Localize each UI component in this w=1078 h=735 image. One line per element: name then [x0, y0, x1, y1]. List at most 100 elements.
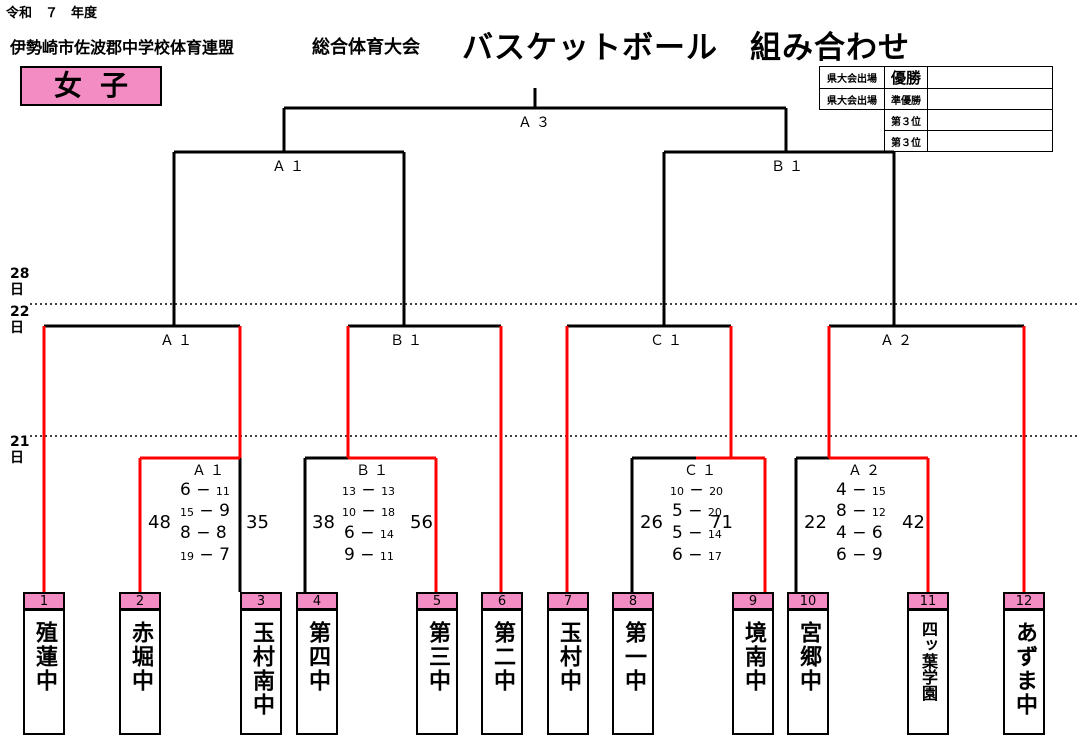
game-label-semi-right: Ｂ１ — [771, 159, 807, 175]
period-value: 13 — [381, 485, 396, 498]
period-value: 6 — [344, 523, 355, 543]
period-value: 5 — [672, 501, 683, 521]
game-label-r1: Ｃ１ — [684, 463, 720, 479]
game-label-r2: Ｃ１ — [650, 333, 686, 349]
period-value: 9 — [344, 545, 355, 565]
team-number: 10 — [787, 592, 829, 610]
period-value: 4 — [836, 523, 847, 543]
period-value: 11 — [379, 550, 394, 563]
team-number: 1 — [23, 592, 65, 610]
period-value: 14 — [379, 528, 394, 541]
date-label-21: 21日 — [10, 434, 30, 466]
period-score: 9 − 11 — [344, 545, 394, 565]
date-label-22: 22日 — [10, 304, 30, 336]
period-score: 5 − 14 — [672, 523, 722, 543]
results-table: 県大会出場 優勝 県大会出場 準優勝 第３位 第３位 — [819, 66, 1053, 152]
team-name: 第二中 — [481, 609, 523, 735]
period-value: 12 — [871, 506, 886, 519]
game-label-r1: Ａ２ — [848, 463, 884, 479]
results-value — [927, 130, 1053, 152]
period-value: 11 — [215, 485, 230, 498]
team-number: 6 — [481, 592, 523, 610]
period-value: 19 — [180, 550, 194, 563]
team-name: 第四中 — [296, 609, 338, 735]
period-score: 6 − 17 — [672, 545, 722, 565]
period-value: 9 — [219, 501, 230, 521]
date-label-28: 28日 — [10, 266, 30, 298]
team-name: 赤堀中 — [119, 609, 161, 735]
period-score: 10 − 20 — [670, 480, 724, 500]
period-score: 19 − 7 — [180, 545, 230, 565]
team-number: 11 — [907, 592, 949, 610]
team-name: 殖蓮中 — [23, 609, 65, 735]
period-value: 18 — [381, 506, 396, 519]
team-number: 3 — [240, 592, 282, 610]
r1-black — [238, 456, 348, 592]
period-value: 17 — [707, 550, 722, 563]
team-number: 12 — [1003, 592, 1045, 610]
period-value: 8 — [180, 523, 191, 543]
team-name: 玉村南中 — [240, 609, 282, 735]
period-score: 6 − 14 — [344, 523, 394, 543]
period-value: 15 — [180, 506, 194, 519]
header-organization: 伊勢崎市佐波郡中学校体育連盟 — [10, 38, 235, 57]
team-name: 境南中 — [732, 609, 774, 735]
game-label-semi-left: Ａ１ — [272, 159, 308, 175]
team-name: 宮郷中 — [787, 609, 829, 735]
period-value: 10 — [670, 485, 684, 498]
game-label-r1: Ｂ１ — [356, 463, 392, 479]
team-number: 4 — [296, 592, 338, 610]
header-sport: バスケットボール — [462, 30, 718, 66]
period-score: 10 − 18 — [342, 501, 396, 521]
win-line — [346, 326, 438, 592]
team-number: 2 — [119, 592, 161, 610]
game-label-r2: Ａ２ — [880, 333, 916, 349]
score-right: 35 — [246, 512, 269, 533]
period-value: 4 — [836, 480, 847, 500]
final-bracket — [282, 88, 788, 152]
period-value: 6 — [180, 480, 191, 500]
period-value: 13 — [342, 485, 356, 498]
score-right: 42 — [902, 512, 925, 533]
results-rank: 優勝 — [884, 66, 928, 89]
period-score: 13 − 13 — [342, 480, 396, 500]
period-value: 7 — [219, 545, 230, 565]
period-value: 6 — [871, 523, 883, 543]
semi-right-bracket — [662, 150, 896, 326]
r1-black — [630, 456, 696, 592]
team-name: 第一中 — [612, 609, 654, 735]
results-label: 県大会出場 — [819, 88, 885, 110]
game-label-r1: Ａ１ — [192, 463, 228, 479]
win-line — [696, 326, 767, 592]
period-value: 8 — [215, 523, 227, 543]
score-right: 71 — [710, 512, 733, 533]
period-score: 8 − 12 — [836, 501, 886, 521]
score-left: 48 — [148, 512, 171, 533]
results-row: 第３位 — [820, 130, 1053, 152]
period-value: 8 — [836, 501, 847, 521]
score-left: 38 — [312, 512, 335, 533]
team-name: 四ッ葉学園 — [907, 609, 949, 735]
period-score: 5 − 20 — [672, 501, 722, 521]
team-number: 5 — [416, 592, 458, 610]
period-score: 15 − 9 — [180, 501, 230, 521]
period-value: 14 — [707, 528, 722, 541]
period-value: 20 — [709, 485, 724, 498]
period-value: 20 — [707, 506, 722, 519]
period-value: 6 — [672, 545, 683, 565]
period-value: 6 — [836, 545, 847, 565]
score-left: 26 — [640, 512, 663, 533]
game-label-final: Ａ３ — [518, 115, 554, 131]
period-value: 5 — [672, 523, 683, 543]
gender-badge: 女子 — [20, 66, 162, 106]
score-left: 22 — [804, 512, 827, 533]
period-score: 4 − 6 — [836, 523, 883, 543]
team-number: 8 — [612, 592, 654, 610]
period-score: 6 − 11 — [180, 480, 230, 500]
score-right: 56 — [410, 512, 433, 533]
win-line — [827, 326, 930, 592]
win-line — [138, 326, 242, 592]
header-event: 総合体育大会 — [312, 37, 420, 58]
team-number: 7 — [547, 592, 589, 610]
